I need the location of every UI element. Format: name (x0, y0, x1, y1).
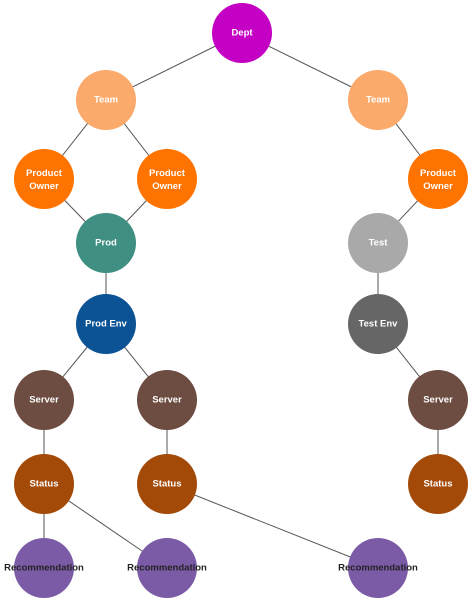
node-label: Recommendation (338, 563, 418, 574)
node-circle[interactable] (212, 3, 272, 63)
node-rec-1[interactable]: Recommendation (4, 538, 84, 598)
node-circle[interactable] (14, 454, 74, 514)
node-label: Status (29, 479, 58, 490)
node-team-l[interactable]: Team (76, 70, 136, 130)
node-label: Recommendation (4, 563, 84, 574)
node-label: Prod (95, 238, 117, 249)
node-circle[interactable] (348, 294, 408, 354)
node-label: Test Env (359, 319, 399, 330)
edge-status_2-rec_3 (166, 483, 379, 569)
node-circle[interactable] (14, 370, 74, 430)
node-circle[interactable] (408, 149, 468, 209)
node-circle[interactable] (137, 538, 197, 598)
node-label: Test (369, 238, 389, 249)
node-circle[interactable] (76, 213, 136, 273)
node-server-3[interactable]: Server (408, 370, 468, 430)
node-server-1[interactable]: Server (14, 370, 74, 430)
node-server-2[interactable]: Server (137, 370, 197, 430)
node-label: Prod Env (85, 319, 127, 330)
node-circle[interactable] (137, 370, 197, 430)
node-test-env[interactable]: Test Env (348, 294, 408, 354)
node-test[interactable]: Test (348, 213, 408, 273)
node-label: Team (94, 95, 118, 106)
node-status-3[interactable]: Status (408, 454, 468, 514)
node-circle[interactable] (408, 454, 468, 514)
node-prod-env[interactable]: Prod Env (76, 294, 136, 354)
node-team-r[interactable]: Team (348, 70, 408, 130)
node-circle[interactable] (76, 70, 136, 130)
node-rec-3[interactable]: Recommendation (338, 538, 418, 598)
node-label: Server (29, 395, 59, 406)
node-status-1[interactable]: Status (14, 454, 74, 514)
node-circle[interactable] (348, 70, 408, 130)
node-circle[interactable] (137, 149, 197, 209)
node-circle[interactable] (137, 454, 197, 514)
node-circle[interactable] (76, 294, 136, 354)
node-label: Recommendation (127, 563, 207, 574)
node-label: Server (152, 395, 182, 406)
node-rec-2[interactable]: Recommendation (127, 538, 207, 598)
node-label: Dept (231, 28, 253, 39)
node-label: Status (423, 479, 452, 490)
node-circle[interactable] (408, 370, 468, 430)
node-status-2[interactable]: Status (137, 454, 197, 514)
node-prod[interactable]: Prod (76, 213, 136, 273)
node-label: Server (423, 395, 453, 406)
node-dept[interactable]: Dept (212, 3, 272, 63)
node-circle[interactable] (14, 149, 74, 209)
node-circle[interactable] (348, 213, 408, 273)
node-label: Team (366, 95, 390, 106)
node-circle[interactable] (348, 538, 408, 598)
node-circle[interactable] (14, 538, 74, 598)
node-label: Status (152, 479, 181, 490)
